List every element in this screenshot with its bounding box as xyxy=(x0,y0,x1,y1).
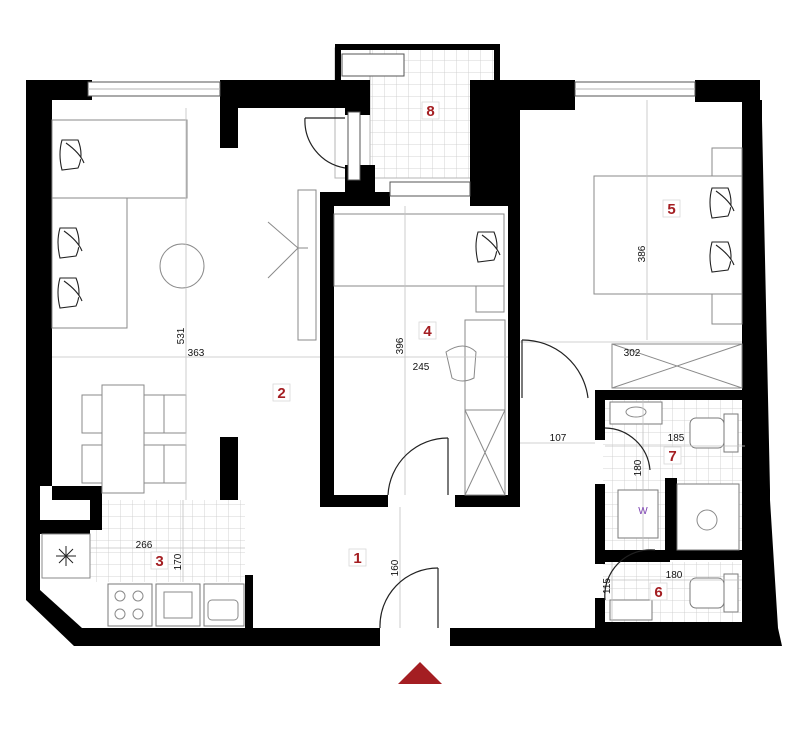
kitchen-tiles xyxy=(90,500,245,582)
balcony-bench xyxy=(341,53,405,77)
room-7-number: 7 xyxy=(668,448,676,465)
dim-107-label: 107 xyxy=(550,433,567,444)
room-5-box xyxy=(662,199,681,218)
extractor-fan-icon xyxy=(56,546,76,566)
bathroom-fixtures xyxy=(609,401,740,621)
washer-label: W xyxy=(638,506,648,517)
room-8-box xyxy=(421,101,440,120)
living-room-furniture xyxy=(51,119,317,494)
room-6-number: 6 xyxy=(654,584,662,601)
balcony-door xyxy=(347,111,361,181)
room-2-box xyxy=(272,383,291,402)
dim-363-label: 363 xyxy=(188,348,205,359)
room-7-box xyxy=(663,446,682,465)
room-4-number: 4 xyxy=(423,323,432,340)
dim-180a-label: 180 xyxy=(633,459,644,476)
dim-170-label: 170 xyxy=(173,553,184,570)
bedroom-4-furniture xyxy=(333,213,506,496)
room-3-number: 3 xyxy=(155,553,163,570)
dim-185-label: 185 xyxy=(668,433,685,444)
room-8-number: 8 xyxy=(426,103,434,120)
window-room-4 xyxy=(389,181,471,197)
dim-160-label: 160 xyxy=(390,559,401,576)
dim-266-label: 266 xyxy=(136,540,153,551)
room-3-box xyxy=(150,551,169,570)
dim-180b-label: 180 xyxy=(666,570,683,581)
dim-386-label: 386 xyxy=(637,245,648,262)
room-4-box xyxy=(418,321,437,340)
room-5-number: 5 xyxy=(667,201,675,218)
room-6-box xyxy=(649,582,668,601)
dim-396-label: 396 xyxy=(395,337,406,354)
entrance-arrow-icon xyxy=(398,662,442,684)
room-1-number: 1 xyxy=(353,550,361,567)
kitchen-furniture xyxy=(41,533,245,627)
doors xyxy=(304,117,656,629)
bedroom-5-furniture xyxy=(593,147,743,389)
dim-245-label: 245 xyxy=(413,362,430,373)
room-1-box xyxy=(348,548,367,567)
dim-115-label: 115 xyxy=(602,578,613,594)
dim-531-label: 531 xyxy=(176,327,187,344)
dim-302-label: 302 xyxy=(624,348,641,359)
room-2-number: 2 xyxy=(277,385,285,402)
walls xyxy=(26,44,782,646)
